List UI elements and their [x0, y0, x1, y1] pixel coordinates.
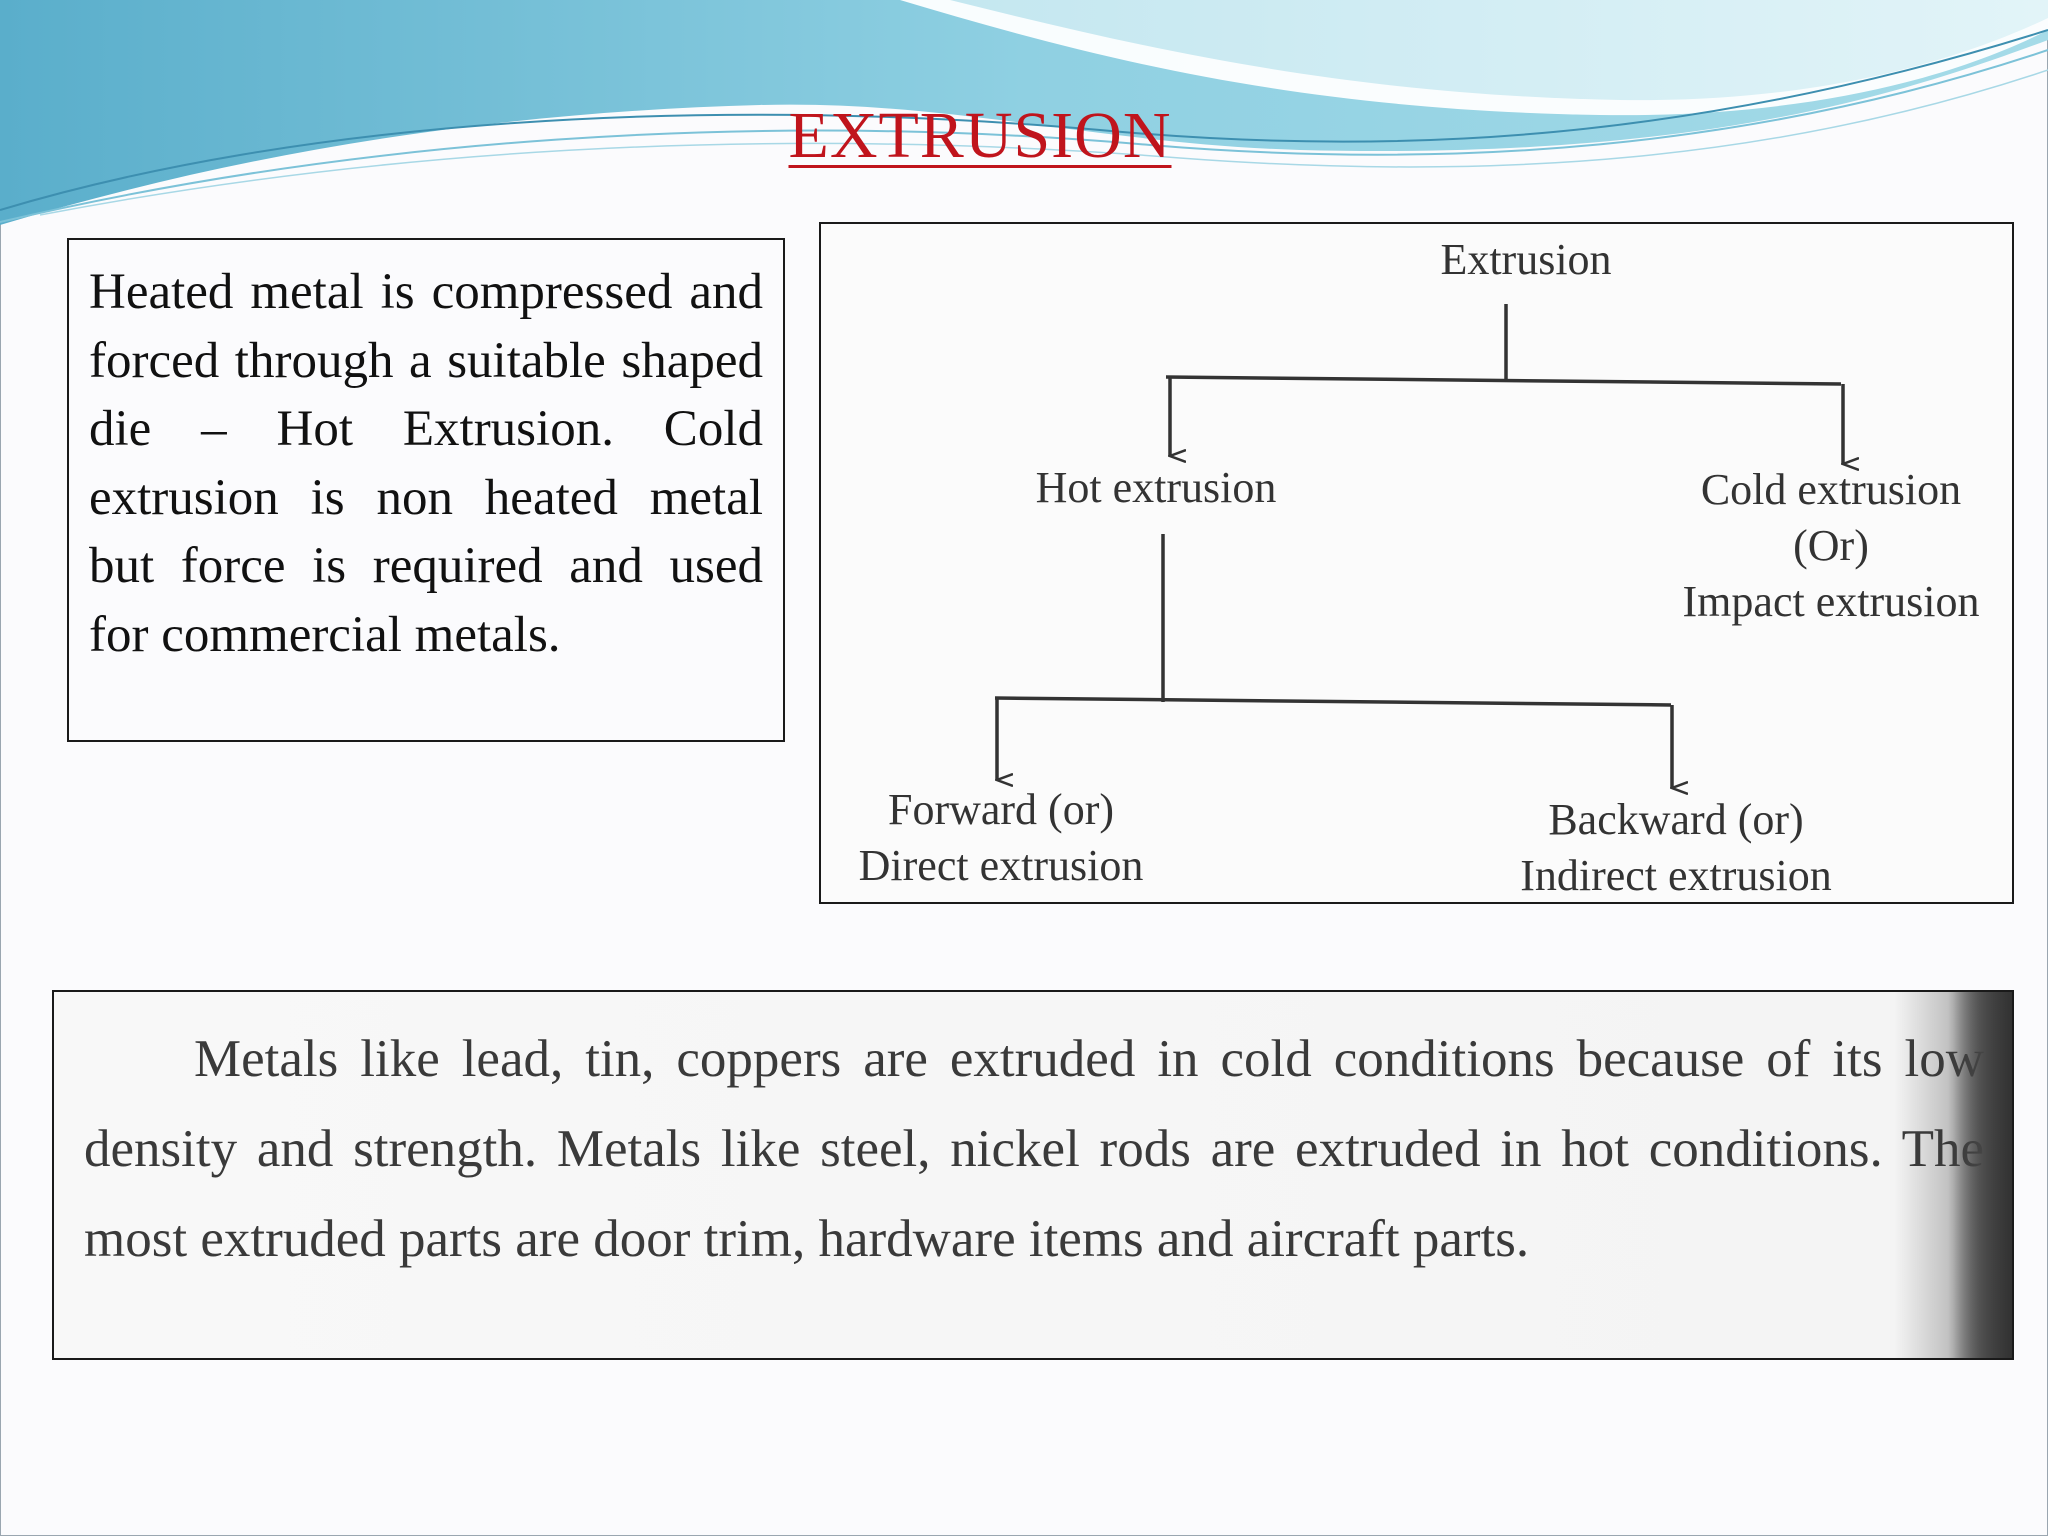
forward-extrusion-line1: Forward (or) — [887, 785, 1115, 834]
node-backward-extrusion: Backward (or) Indirect extrusion — [1481, 792, 1871, 904]
cold-extrusion-line3: Impact extrusion — [1682, 577, 1980, 626]
cold-extrusion-line1: Cold extrusion — [1700, 465, 1962, 514]
metals-note-box: Metals like lead, tin, coppers are extru… — [52, 990, 2014, 1360]
node-hot-extrusion: Hot extrusion — [1035, 463, 1277, 512]
definition-box: Heated metal is compressed and forced th… — [67, 238, 785, 742]
forward-extrusion-line2: Direct extrusion — [858, 841, 1144, 890]
scan-edge-shadow — [1948, 992, 2012, 1358]
metals-note-text: Metals like lead, tin, coppers are extru… — [84, 1030, 1984, 1268]
backward-extrusion-line1: Backward (or) — [1548, 795, 1804, 844]
diagram-connectors — [994, 304, 2016, 906]
backward-extrusion-line2: Indirect extrusion — [1520, 851, 1832, 900]
node-cold-extrusion: Cold extrusion (Or) Impact extrusion — [1651, 462, 2011, 630]
header-wave-decoration — [0, 0, 2048, 225]
cold-extrusion-or: (Or) — [1793, 521, 1869, 570]
node-forward-extrusion: Forward (or) Direct extrusion — [821, 782, 1181, 894]
top-branch-line — [1165, 375, 1842, 386]
extrusion-classification-diagram: Extrusion Hot extrusion Cold extrusion (… — [819, 222, 2014, 904]
definition-text: Heated metal is compressed and forced th… — [89, 264, 763, 663]
node-extrusion: Extrusion — [1440, 235, 1612, 284]
slide-title: EXTRUSION — [788, 99, 1172, 172]
bottom-branch-line — [994, 696, 1672, 707]
